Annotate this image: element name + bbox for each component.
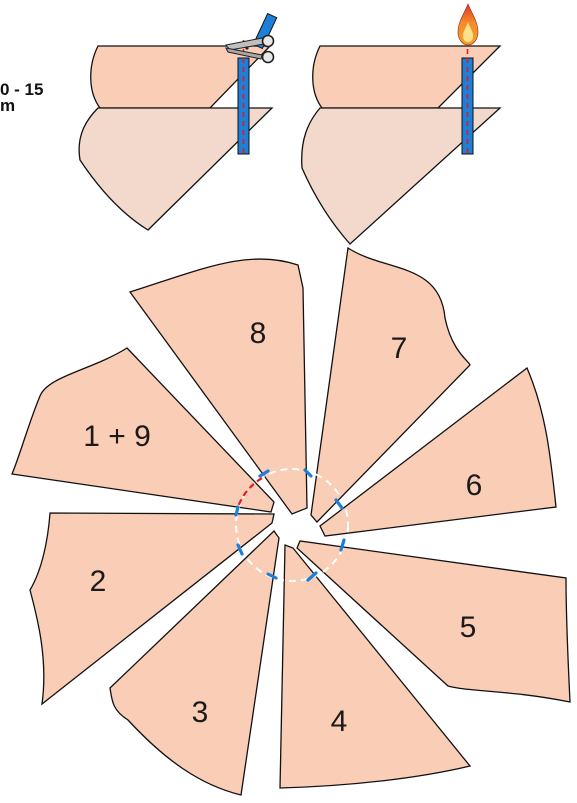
canopy-panel-8	[128, 258, 308, 515]
center-guide-circle	[235, 468, 349, 582]
canopy-panel-2	[29, 512, 275, 706]
panel-label-2: 2	[90, 565, 107, 598]
panel-label-8: 8	[250, 317, 267, 350]
sealing-step	[301, 3, 502, 245]
panel-label-5: 5	[460, 611, 477, 644]
fabric-layer-bottom	[301, 107, 502, 245]
canopy-panel-6	[319, 366, 557, 537]
canopy-panel-7	[310, 246, 471, 523]
canopy-panel-4	[279, 544, 472, 789]
fabric-layer-bottom	[78, 107, 274, 231]
cut-arc	[235, 477, 263, 511]
scissors-icon	[225, 34, 275, 64]
panel-label-3: 3	[192, 696, 209, 729]
panel-label-1-plus-9: 1 + 9	[83, 420, 151, 453]
seam-markers	[234, 468, 346, 582]
canopy-panel-3	[109, 530, 280, 796]
panel-label-4: 4	[331, 705, 348, 738]
flame-icon	[457, 3, 479, 46]
panel-label-6: 6	[466, 469, 483, 502]
seam-allowance-note: 0 - 15 m	[0, 80, 44, 115]
cutting-step	[78, 12, 278, 231]
canopy-panel-5	[296, 540, 571, 703]
panel-label-7: 7	[391, 332, 408, 365]
canopy-panel-layout: 8 7 1 + 9 6 2 5 3 4	[11, 246, 571, 796]
canopy-panel-1-plus-9	[11, 347, 275, 513]
